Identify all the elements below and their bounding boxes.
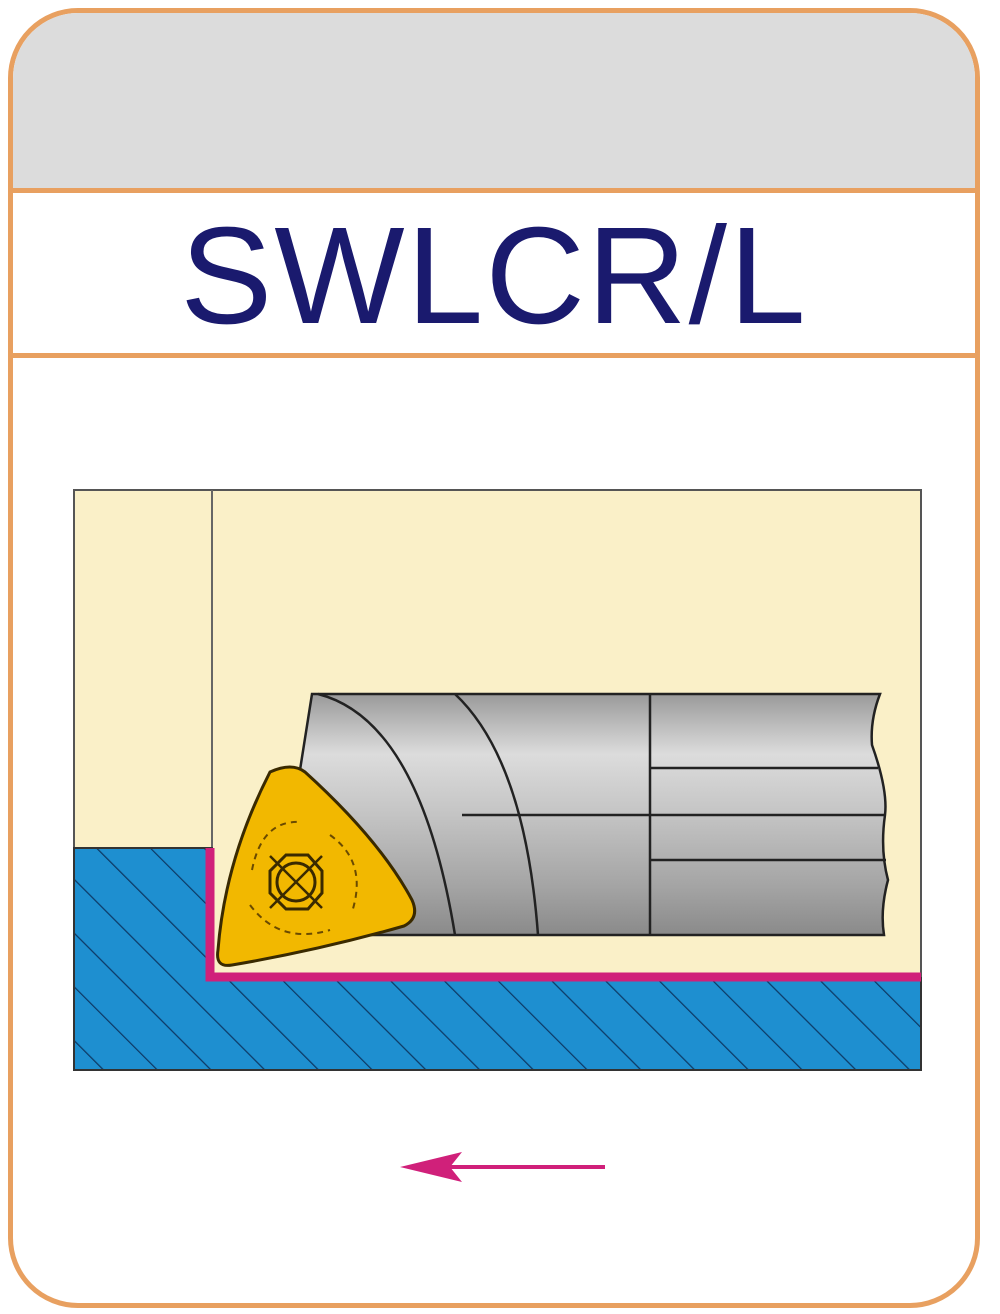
tool-designation-title: SWLCR/L	[180, 199, 808, 353]
screw-icon	[268, 853, 324, 911]
arrow-left-icon	[400, 1152, 605, 1182]
boring-bar-body	[298, 692, 890, 937]
title-band: SWLCR/L	[13, 193, 975, 358]
cutting-path-line	[205, 848, 921, 982]
header-band	[13, 13, 975, 193]
